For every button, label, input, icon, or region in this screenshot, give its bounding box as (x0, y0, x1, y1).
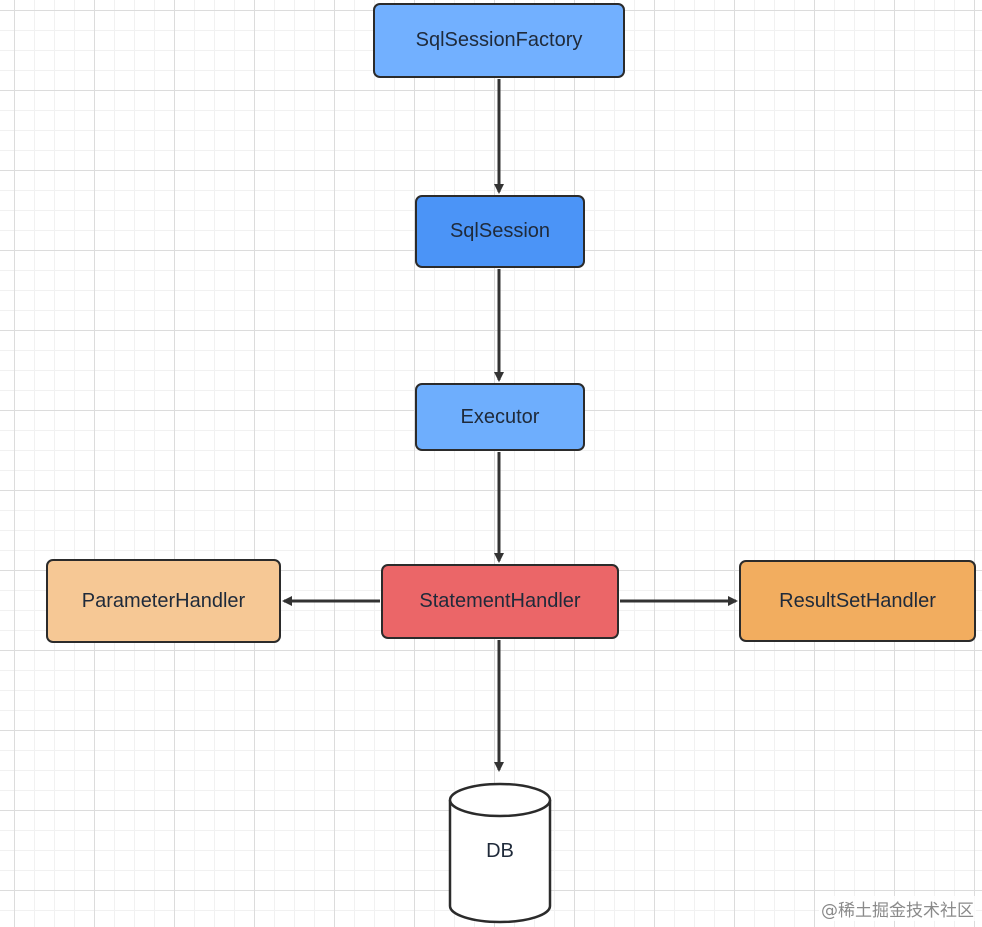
db-cylinder[interactable] (448, 782, 552, 924)
node-statementhandler[interactable]: StatementHandler (381, 564, 619, 639)
node-resultsethandler[interactable]: ResultSetHandler (739, 560, 976, 642)
db-label: DB (486, 840, 514, 862)
node-sqlsession[interactable]: SqlSession (415, 195, 585, 268)
node-statementhandler-label: StatementHandler (419, 590, 581, 612)
watermark: @稀土掘金技术社区 (819, 896, 976, 921)
node-resultsethandler-label: ResultSetHandler (779, 589, 936, 612)
node-executor[interactable]: Executor (415, 383, 585, 451)
node-sqlsession-label: SqlSession (449, 220, 551, 242)
node-parameterhandler[interactable]: ParameterHandler (46, 559, 281, 643)
db-cylinder-body (448, 800, 552, 924)
node-parameterhandler-label: ParameterHandler (81, 589, 246, 612)
node-sqlsessionfactory-label: SqlSessionFactory (415, 29, 583, 51)
node-executor-label: Executor (460, 405, 540, 428)
db-cylinder-top (448, 782, 552, 818)
node-sqlsessionfactory[interactable]: SqlSessionFactory (373, 3, 625, 78)
